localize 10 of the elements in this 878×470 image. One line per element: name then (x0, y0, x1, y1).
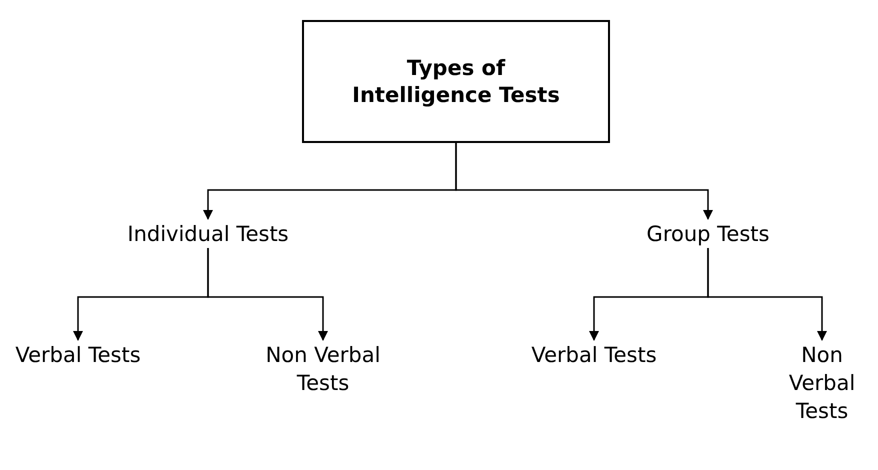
category-label: Non Verbal Tests (258, 341, 388, 397)
category-label: Verbal Tests (519, 341, 669, 369)
arrow (455, 143, 713, 220)
category-label: Verbal Tests (3, 341, 153, 369)
category-label: Group Tests (608, 220, 808, 248)
arrow (707, 248, 827, 341)
arrow (207, 248, 328, 341)
category-label: Non Verbal Tests (767, 341, 877, 425)
title-box: Types of Intelligence Tests (302, 20, 610, 143)
category-label: Individual Tests (108, 220, 308, 248)
